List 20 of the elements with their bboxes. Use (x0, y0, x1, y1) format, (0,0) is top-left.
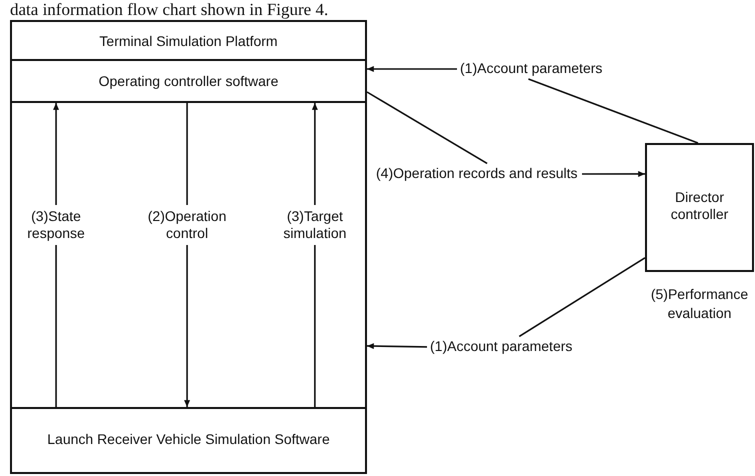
software-band (10, 59, 367, 103)
arrow (367, 66, 457, 72)
arrow (366, 343, 428, 350)
connector-line (518, 257, 646, 338)
node-label: Operating controller software (98, 73, 280, 90)
flow-label: (1)Account parameters (460, 60, 604, 77)
node-label: Launch Receiver Vehicle Simulation Software (46, 431, 331, 448)
arrow (582, 170, 645, 177)
caption-text: data information flow chart shown in Figure 4. (10, 0, 328, 19)
connector-line (366, 91, 488, 164)
edge-label: (2)Operation control (146, 205, 228, 245)
note-label: (5)Performance evaluation (650, 285, 750, 323)
node-label: Director controller (670, 189, 730, 223)
connector-line (528, 78, 698, 144)
controller-box (645, 143, 754, 272)
flow-label: (1)Account parameters (430, 338, 574, 355)
edge-label: (3)Target simulation (282, 205, 348, 245)
edge-label: (3)State response (26, 205, 86, 245)
flow-label: (4)Operation records and results (376, 165, 579, 182)
node-label: Terminal Simulation Platform (98, 33, 279, 50)
